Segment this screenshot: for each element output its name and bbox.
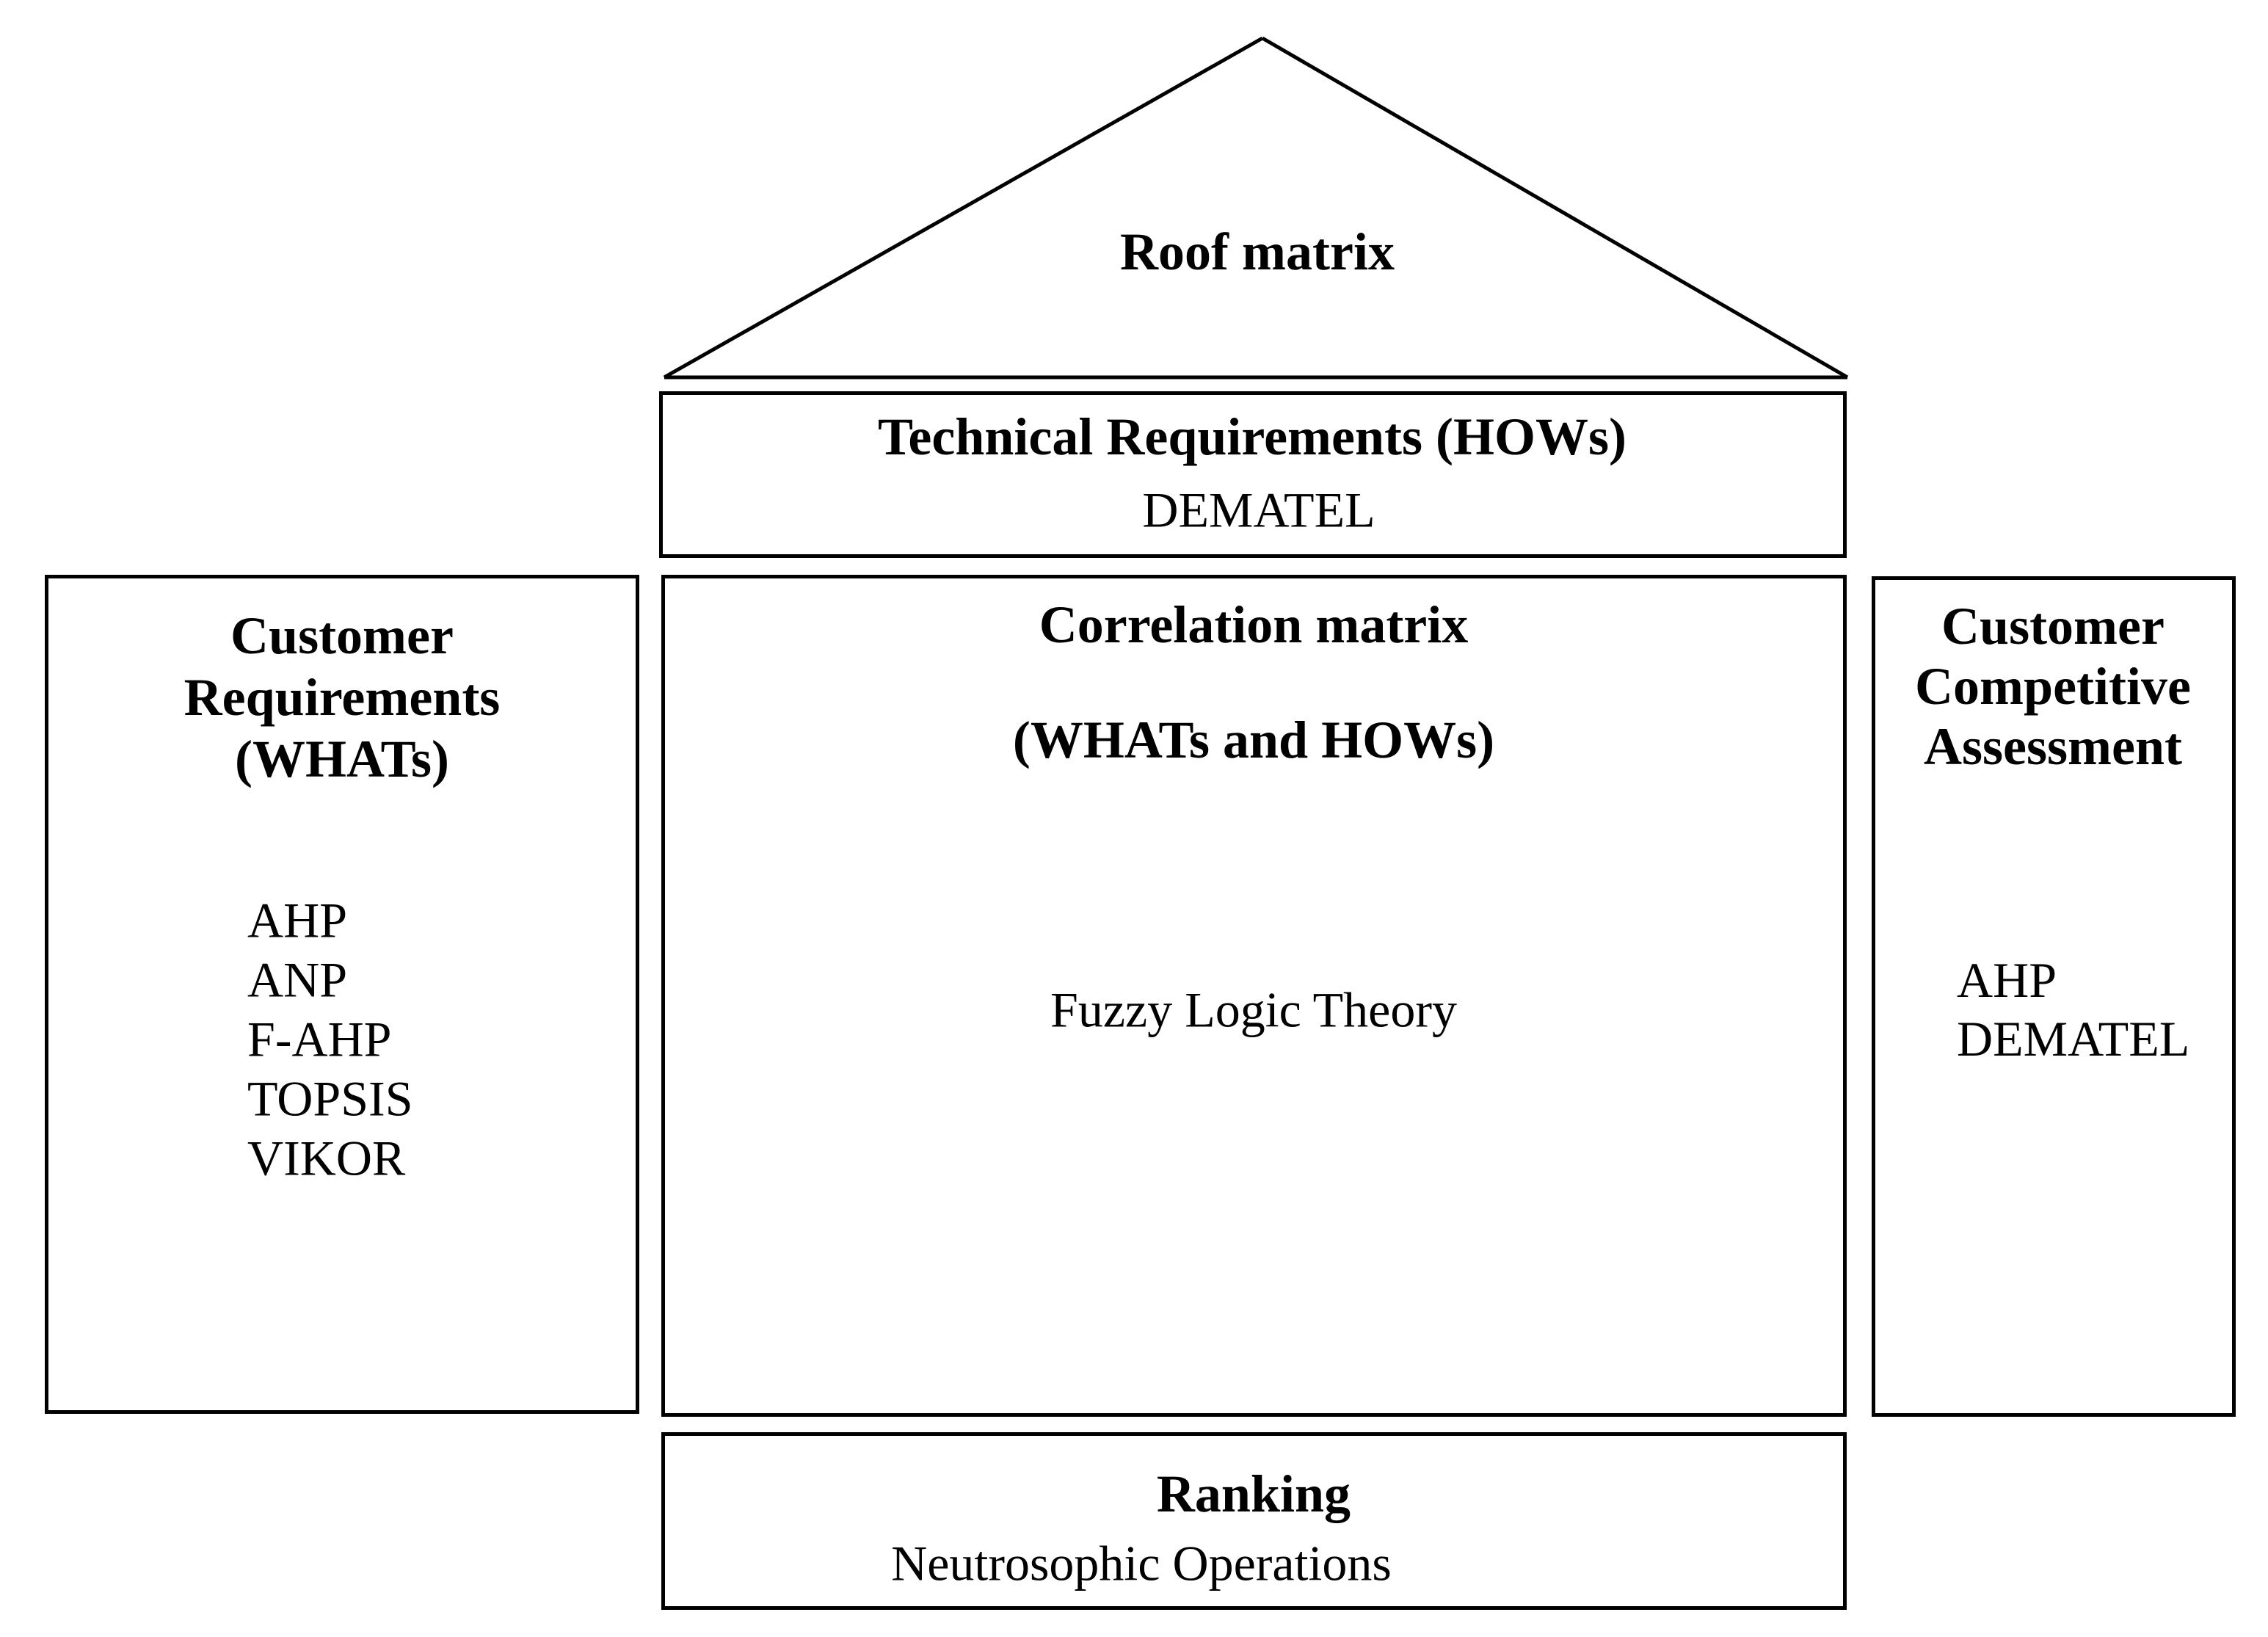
correlation-matrix-title: Correlation matrix xyxy=(1039,595,1469,654)
ranking-title: Ranking xyxy=(1156,1464,1351,1523)
correlation-matrix-subtitle: (WHATs and HOWs) xyxy=(1012,711,1495,769)
technical-requirements-method: DEMATEL xyxy=(1142,482,1375,538)
technical-requirements-box xyxy=(659,391,1847,558)
roof-triangle-outline xyxy=(663,36,1849,380)
customer-requirements-methods: AHP ANP F-AHP TOPSIS VIKOR xyxy=(247,892,413,1186)
customer-requirements-title: Customer Requirements (WHATs) xyxy=(183,606,501,788)
correlation-matrix-method: Fuzzy Logic Theory xyxy=(1050,981,1457,1038)
ranking-box xyxy=(661,1432,1847,1610)
competitive-assessment-box xyxy=(1872,576,2236,1417)
ranking-method: Neutrosophic Operations xyxy=(891,1535,1392,1591)
technical-requirements-title: Technical Requirements (HOWs) xyxy=(878,407,1627,466)
correlation-matrix-box xyxy=(661,575,1847,1417)
competitive-assessment-methods: AHP DEMATEL xyxy=(1957,952,2190,1067)
customer-requirements-box xyxy=(45,575,639,1414)
competitive-assessment-title: Customer Competitive Assessment xyxy=(1915,597,2191,776)
roof-matrix-label: Roof matrix xyxy=(1120,222,1395,281)
